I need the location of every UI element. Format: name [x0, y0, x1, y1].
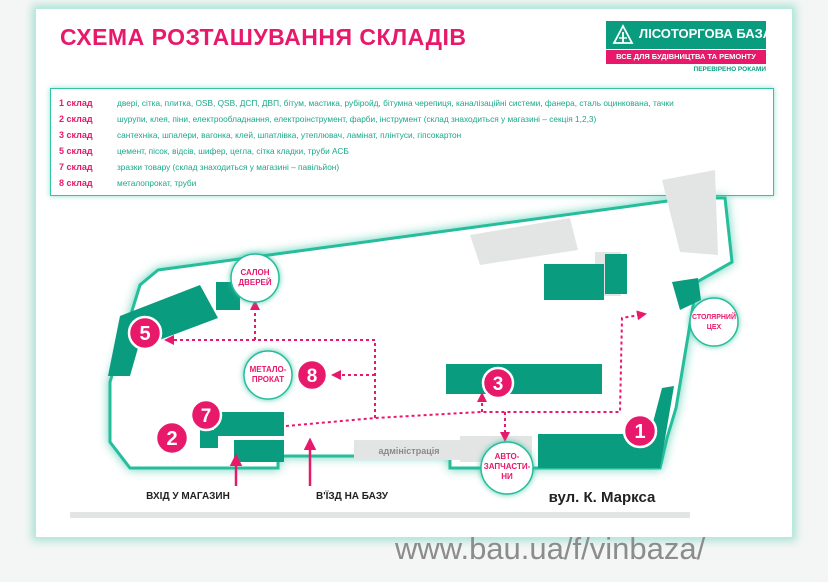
marker-3: 3 [481, 366, 515, 400]
logo-subtitle: ВСЕ ДЛЯ БУДІВНИЦТВА ТА РЕМОНТУ [606, 50, 766, 64]
admin-label: адміністрація [378, 446, 439, 456]
warehouse-2b [234, 440, 284, 462]
legend-row: 3 склад сантехніка, шпалери, вагонка, кле… [59, 130, 461, 140]
legend-key: 5 склад [59, 146, 93, 156]
legend-text: цемент, пісок, відсів, шифер, цегла, сіт… [117, 146, 349, 156]
legend-row: 2 склад шурупи, клея, піни, електрообладн… [59, 114, 596, 124]
marker-number: 1 [634, 421, 645, 443]
route-to-5 [164, 335, 376, 418]
label-line: ЦЕХ [707, 324, 722, 331]
page-title: СХЕМА РОЗТАШУВАННЯ СКЛАДІВ [60, 24, 467, 50]
warehouse-stolyarny [672, 278, 701, 310]
legend-text: сантехніка, шпалери, вагонка, клей, шпат… [117, 130, 462, 140]
entry-base-label: В'ЇЗД НА БАЗУ [316, 489, 389, 502]
salon-dverei-label: САЛОН ДВЕРЕЙ [230, 253, 280, 303]
legend-key: 2 склад [59, 114, 93, 124]
stolyarny-tseh-label: СТОЛЯРНИЙ ЦЕХ [689, 297, 739, 347]
site-map: 5 7 2 8 3 1 САЛОН ДВЕРЕЙ МЕ [70, 170, 739, 518]
label-line: ДВЕРЕЙ [238, 278, 271, 287]
legend-key: 8 склад [59, 178, 93, 188]
route-main [285, 310, 647, 427]
building [470, 218, 578, 265]
label-line: САЛОН [240, 268, 269, 277]
entry-shop-label: ВХІД У МАГАЗИН [146, 491, 230, 502]
logo-box: ЛІСОТОРГОВА БАЗА [606, 21, 772, 49]
marker-7: 7 [189, 398, 223, 432]
legend-key: 1 склад [59, 98, 93, 108]
marker-8: 8 [295, 358, 329, 392]
label-line: ПРОКАТ [252, 375, 284, 384]
marker-number: 7 [201, 406, 212, 427]
brand-logo: ЛІСОТОРГОВА БАЗА ВСЕ ДЛЯ БУДІВНИЦТВА ТА … [606, 21, 772, 73]
legend-row: 8 склад металопрокат, труби [59, 178, 196, 188]
legend-text: металопрокат, труби [117, 178, 197, 188]
avtozapchastyny-label: АВТО- ЗАПЧАСТИ- НИ [480, 441, 534, 495]
marker-number: 8 [307, 366, 318, 387]
warehouse-side [605, 254, 627, 294]
legend-text: шурупи, клея, піни, електрообладнання, е… [117, 114, 597, 124]
marker-5: 5 [127, 315, 163, 351]
warehouse-2c [200, 430, 218, 448]
street-name: вул. К. Маркса [549, 489, 656, 506]
route-arrows [164, 300, 647, 442]
legend-text: двері, сітка, плитка, OSB, QSB, ДСП, ДВП… [117, 98, 674, 108]
metaloprokat-label: МЕТАЛО- ПРОКАТ [243, 350, 293, 400]
legend-row: 7 склад зразки товару (склад знаходиться … [59, 162, 339, 172]
marker-number: 5 [139, 323, 150, 345]
marker-1: 1 [622, 413, 658, 449]
label-line: АВТО- [495, 452, 520, 461]
building [354, 440, 464, 460]
logo-tagline: ПЕРЕВІРЕНО РОКАМИ [693, 66, 766, 73]
legend-text: зразки товару (склад знаходиться у магаз… [117, 162, 340, 172]
marker-number: 2 [166, 428, 177, 450]
label-line: СТОЛЯРНИЙ [692, 312, 736, 321]
label-line: ЗАПЧАСТИ- [484, 462, 531, 471]
warehouse-gray-green [544, 264, 604, 300]
entry-arrows [229, 437, 317, 486]
warehouse-legend: 1 склад двері, сітка, плитка, OSB, QSB, Д… [50, 88, 774, 196]
warehouse-2 [214, 412, 284, 436]
watermark-url: www.bau.ua/f/vinbaza/ [395, 531, 706, 566]
logo-name: ЛІСОТОРГОВА БАЗА [639, 26, 773, 41]
legend-row: 5 склад цемент, пісок, відсів, шифер, цег… [59, 146, 349, 156]
marker-2: 2 [154, 420, 190, 456]
tree-logo-icon [612, 24, 634, 44]
warehouse-3 [446, 364, 602, 394]
warehouse-5 [108, 285, 218, 376]
legend-row: 1 склад двері, сітка, плитка, OSB, QSB, Д… [59, 98, 674, 108]
legend-key: 3 склад [59, 130, 93, 140]
building [662, 170, 718, 255]
legend-key: 7 склад [59, 162, 93, 172]
label-line: НИ [501, 472, 513, 481]
label-line: МЕТАЛО- [250, 365, 287, 374]
marker-number: 3 [493, 374, 504, 395]
